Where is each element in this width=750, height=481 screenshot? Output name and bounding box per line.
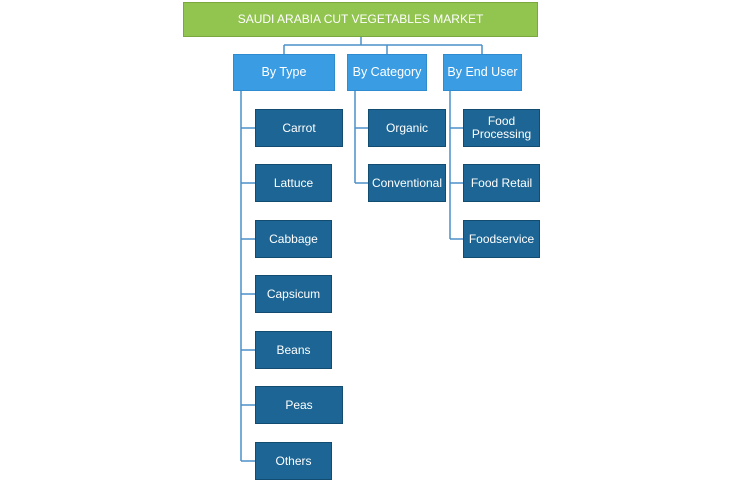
- leaf-organic: Organic: [368, 109, 446, 147]
- category-by-end-user: By End User: [443, 54, 522, 91]
- leaf-beans: Beans: [255, 331, 332, 369]
- leaf-food-retail: Food Retail: [463, 164, 540, 202]
- leaf-carrot: Carrot: [255, 109, 343, 147]
- leaf-capsicum: Capsicum: [255, 275, 332, 313]
- category-by-category: By Category: [347, 54, 427, 91]
- leaf-food-processing: Food Processing: [463, 109, 540, 147]
- leaf-lattuce: Lattuce: [255, 164, 332, 202]
- leaf-foodservice: Foodservice: [463, 220, 540, 258]
- leaf-cabbage: Cabbage: [255, 220, 332, 258]
- leaf-peas: Peas: [255, 386, 343, 424]
- diagram-title: SAUDI ARABIA CUT VEGETABLES MARKET: [183, 2, 538, 37]
- leaf-conventional: Conventional: [368, 164, 446, 202]
- category-by-type: By Type: [233, 54, 335, 91]
- leaf-others: Others: [255, 442, 332, 480]
